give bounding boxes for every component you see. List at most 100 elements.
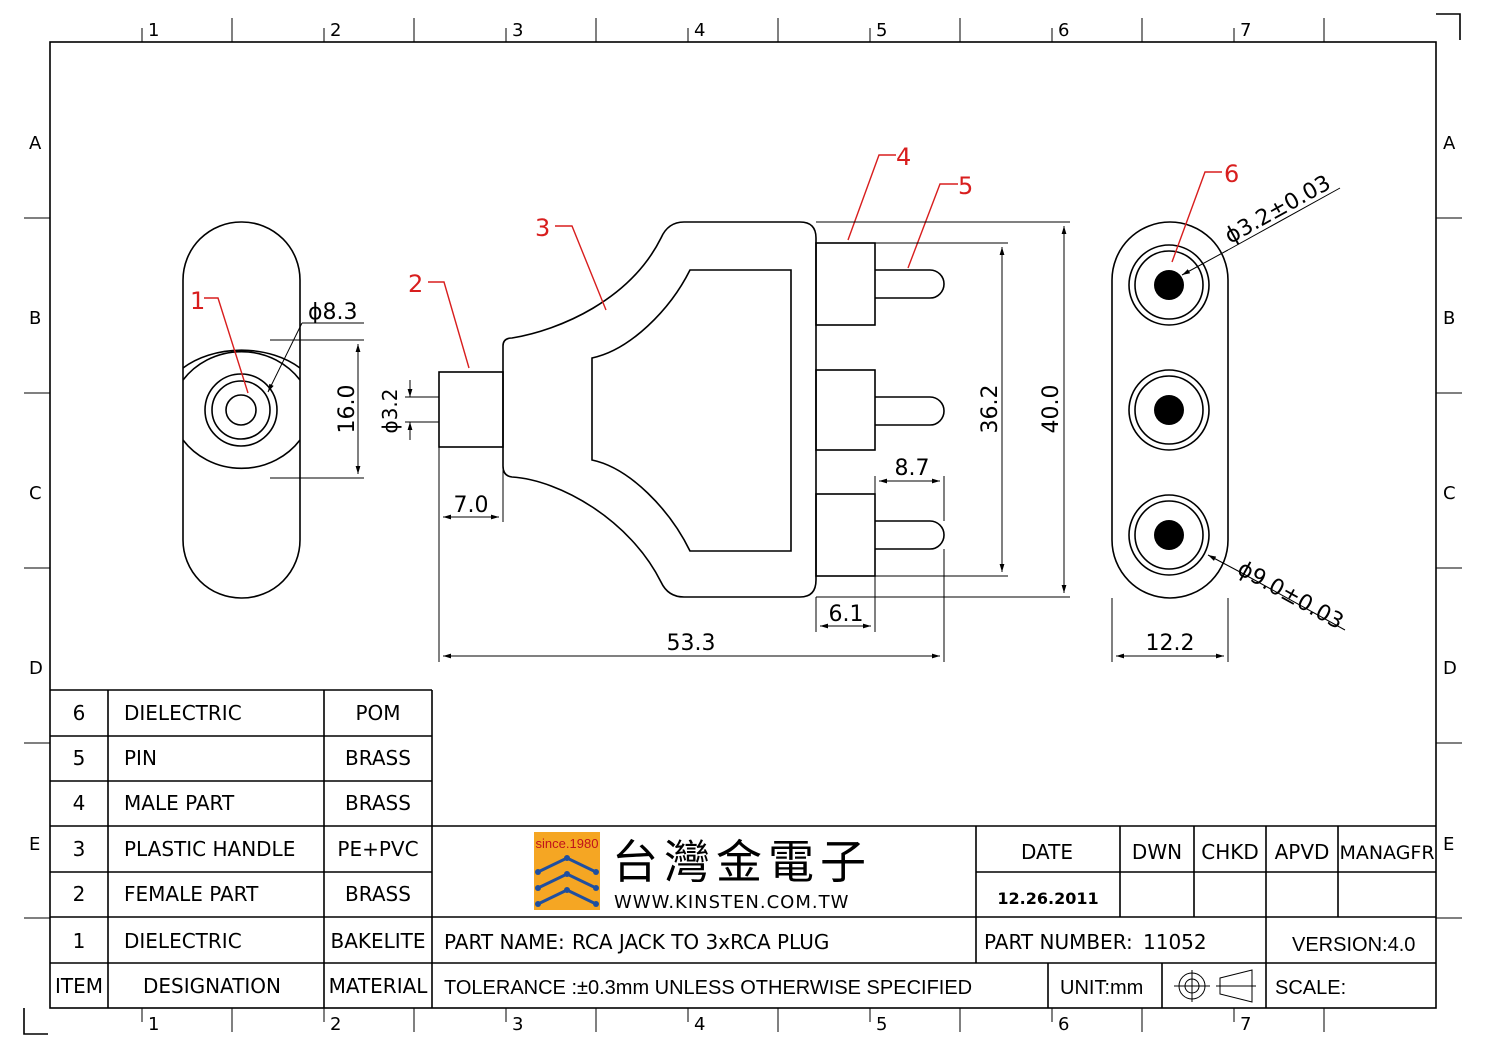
- dim-7-0: 7.0: [454, 493, 489, 518]
- dim-53-3-lines: [438, 522, 945, 662]
- bom-item: 4: [73, 791, 86, 815]
- bom-material: BRASS: [345, 791, 411, 815]
- date-label: DATE: [1021, 840, 1073, 864]
- zone-col-5: 5: [876, 20, 887, 41]
- tolerance-note: TOLERANCE :±0.3mm UNLESS OTHERWISE SPECI…: [444, 977, 972, 999]
- corner-mark: [1436, 13, 1461, 40]
- unit: UNIT:mm: [1060, 977, 1143, 999]
- scale: SCALE:: [1275, 977, 1346, 999]
- dim-53-3: 53.3: [667, 631, 716, 656]
- zone-col-6: 6: [1058, 20, 1069, 41]
- dim-8-7-lines: [874, 476, 945, 521]
- part-name-label: PART NAME:: [444, 930, 565, 954]
- bom-material: BRASS: [345, 882, 411, 906]
- balloon-6-label: 6: [1224, 160, 1239, 188]
- balloon-6: 6: [1171, 160, 1239, 263]
- zone-col-7: 7: [1240, 20, 1251, 41]
- logo-since: since.1980: [536, 836, 599, 851]
- left-view-body: [182, 350, 301, 470]
- dia-9-0-tol-leader: [1207, 554, 1241, 573]
- bom-material: BAKELITE: [330, 929, 425, 953]
- zone-col-7-bottom: 7: [1240, 1014, 1251, 1035]
- version: VERSION:4.0: [1292, 934, 1415, 956]
- projection-symbol-icon: [1174, 969, 1256, 1003]
- dim-40-0-lines: [816, 221, 1070, 598]
- dia-3-2-tol-leader: [1181, 249, 1229, 276]
- balloon-1-label: 1: [190, 287, 205, 315]
- zone-row-b-right: B: [1443, 308, 1455, 329]
- bom-material: POM: [355, 701, 400, 725]
- bom-designation: PIN: [124, 746, 157, 770]
- company-website: WWW.KINSTEN.COM.TW: [614, 892, 849, 913]
- part-name: RCA JACK TO 3xRCA PLUG: [572, 930, 829, 954]
- apvd-label: APVD: [1275, 840, 1330, 864]
- dia-8-3-leader: [267, 322, 303, 393]
- chkd-label: CHKD: [1201, 840, 1259, 864]
- dim-6-1: 6.1: [829, 602, 864, 627]
- right-end-view: [1111, 221, 1229, 599]
- zone-row-e-right: E: [1443, 834, 1454, 855]
- bom-item: 3: [73, 837, 86, 861]
- zone-col-6-bottom: 6: [1058, 1014, 1069, 1035]
- balloon-1: 1: [190, 287, 249, 394]
- bom-header-material: MATERIAL: [329, 974, 429, 998]
- dim-36-2: 36.2: [978, 385, 1003, 434]
- zone-ticks: [24, 18, 1462, 1032]
- zone-row-d: D: [29, 658, 43, 679]
- zone-row-c-right: C: [1443, 483, 1456, 504]
- balloon-3-label: 3: [535, 214, 550, 242]
- dia-3-2-tol-leader-ext: [1227, 187, 1341, 251]
- zone-col-2-bottom: 2: [330, 1014, 341, 1035]
- bom-designation: DIELECTRIC: [124, 929, 242, 953]
- dim-dia-8-3: ϕ8.3: [308, 300, 358, 325]
- balloon-5: 5: [907, 172, 973, 269]
- bom-header-item: ITEM: [55, 974, 103, 998]
- date-value: 12.26.2011: [997, 889, 1098, 908]
- balloon-4: 4: [847, 143, 911, 241]
- bom-item: 6: [73, 701, 86, 725]
- bom-material: BRASS: [345, 746, 411, 770]
- bom-designation: MALE PART: [124, 791, 235, 815]
- dim-dia-3-2-lines: [405, 380, 439, 440]
- bom-designation: PLASTIC HANDLE: [124, 837, 295, 861]
- bom-item: 5: [73, 746, 86, 770]
- zone-row-a: A: [29, 133, 42, 154]
- dwn-label: DWN: [1132, 840, 1182, 864]
- side-view: [438, 221, 945, 598]
- zone-row-b: B: [29, 308, 41, 329]
- part-number: 11052: [1143, 930, 1207, 954]
- zone-col-3-bottom: 3: [512, 1014, 523, 1035]
- dia-9-0-tol-leader-ext: [1239, 571, 1346, 631]
- dim-8-7: 8.7: [895, 456, 930, 481]
- zone-col-5-bottom: 5: [876, 1014, 887, 1035]
- bom-item: 1: [73, 929, 86, 953]
- zone-col-4-bottom: 4: [694, 1014, 705, 1035]
- part-number-label: PART NUMBER:: [984, 930, 1133, 954]
- dim-7-0-lines: [438, 447, 504, 522]
- bom-designation: FEMALE PART: [124, 882, 259, 906]
- zone-col-2: 2: [330, 20, 341, 41]
- bom-designation: DIELECTRIC: [124, 701, 242, 725]
- dim-dia-3-2: ϕ3.2: [378, 389, 402, 434]
- title-block-grid: [975, 826, 1436, 1008]
- bom-header-designation: DESIGNATION: [143, 974, 281, 998]
- zone-row-a-right: A: [1443, 133, 1456, 154]
- dim-16-0: 16.0: [335, 385, 360, 434]
- sheet-border: [49, 41, 1437, 1009]
- dim-40-0: 40.0: [1039, 385, 1064, 434]
- zone-col-4: 4: [694, 20, 705, 41]
- zone-row-d-right: D: [1443, 658, 1457, 679]
- dim-12-2: 12.2: [1146, 631, 1195, 656]
- dim-36-2-lines: [875, 242, 1008, 577]
- balloon-4-label: 4: [896, 143, 911, 171]
- bom-item: 2: [73, 882, 86, 906]
- company-name-cn: 台灣金電子: [612, 835, 872, 889]
- managfr-label: MANAGFR: [1339, 842, 1434, 864]
- bom-table-grid: [50, 689, 1436, 1008]
- dim-6-1-lines: [815, 576, 876, 632]
- corner-mark: [23, 1008, 48, 1035]
- left-end-view: [182, 221, 301, 599]
- bom-material: PE+PVC: [337, 837, 418, 861]
- zone-col-1: 1: [148, 20, 159, 41]
